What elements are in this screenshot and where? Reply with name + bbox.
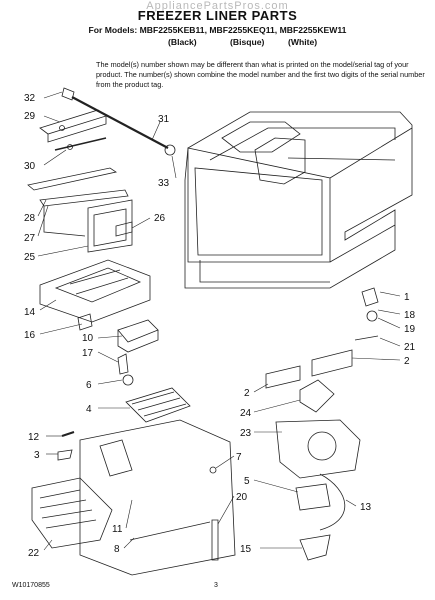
callout-24: 24 [240, 408, 252, 419]
page-title: FREEZER LINER PARTS [137, 8, 298, 23]
callout-1: 1 [404, 292, 410, 303]
vent-grille [125, 387, 191, 423]
mounting-frame [87, 199, 133, 253]
callout-labels: 32 29 30 31 33 28 27 26 25 14 16 10 17 6… [24, 93, 416, 559]
evaporator-cover [79, 419, 236, 576]
auger-bracket [39, 109, 107, 143]
switch-housing [117, 319, 159, 353]
callout-23: 23 [240, 428, 252, 439]
callout-6: 6 [86, 380, 92, 391]
callout-25: 25 [24, 252, 36, 263]
callout-26: 26 [154, 213, 166, 224]
callout-7: 7 [236, 452, 242, 463]
callout-10: 10 [82, 333, 94, 344]
callout-21: 21 [404, 342, 416, 353]
screw-12 [61, 431, 75, 437]
callout-2b: 2 [244, 388, 250, 399]
shaft-30 [54, 137, 107, 151]
document-number: W10170855 [12, 582, 50, 589]
callout-4: 4 [86, 404, 92, 415]
callout-11: 11 [112, 524, 123, 535]
front-grille [31, 477, 113, 549]
callout-5: 5 [244, 476, 250, 487]
watermark: AppliancePartsPros.com [146, 0, 289, 12]
callout-16: 16 [24, 330, 36, 341]
pin-17 [117, 353, 129, 375]
callout-32: 32 [24, 93, 36, 104]
callout-18: 18 [404, 310, 416, 321]
fastener-30 [67, 144, 73, 150]
callout-31: 31 [158, 114, 170, 125]
callout-28: 28 [24, 213, 36, 224]
callout-14: 14 [24, 307, 36, 318]
callout-33: 33 [158, 178, 170, 189]
color-label-black: (Black) [168, 37, 197, 47]
callout-17: 17 [82, 348, 94, 359]
callout-3: 3 [34, 450, 40, 461]
callout-30: 30 [24, 161, 36, 172]
callout-27: 27 [24, 233, 36, 244]
right-side-components [209, 287, 379, 561]
callout-22: 22 [28, 548, 40, 559]
slide-rail-set [27, 167, 129, 237]
callout-15: 15 [240, 544, 252, 555]
page-number: 3 [214, 582, 218, 589]
callout-8: 8 [114, 544, 120, 555]
callout-12: 12 [28, 432, 40, 443]
ice-tray [39, 259, 151, 323]
grommet-16 [77, 313, 93, 331]
model-number-note: The model(s) number shown may be differe… [96, 60, 425, 89]
freezer-liner [184, 111, 413, 289]
callout-2a: 2 [404, 356, 410, 367]
color-label-white: (White) [288, 37, 318, 47]
callout-19: 19 [404, 324, 416, 335]
callout-leaders [37, 91, 401, 551]
color-label-bisque: (Bisque) [230, 37, 265, 47]
models-line: For Models: MBF2255KEB11, MBF2255KEQ11, … [88, 25, 347, 35]
callout-13: 13 [360, 502, 372, 513]
clip-3 [57, 449, 73, 461]
callout-20: 20 [236, 492, 248, 503]
callout-29: 29 [24, 111, 36, 122]
bulb-6 [122, 374, 134, 386]
